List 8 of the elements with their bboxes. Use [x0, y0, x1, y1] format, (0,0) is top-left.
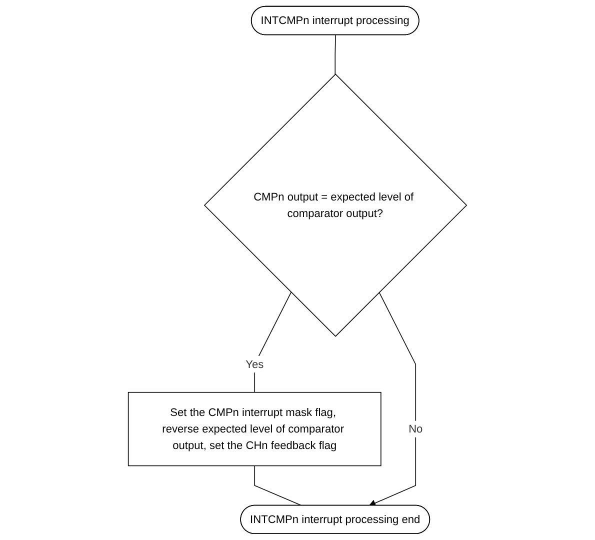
node-diamond: CMPn output = expected level of comparator output? — [204, 74, 468, 337]
connector — [334, 34, 336, 75]
node-box: Set the CMPn interrupt mask flag, reverse expected level of comparator output, set the CHn feedback flag — [128, 392, 382, 466]
edge-label: No — [408, 422, 423, 435]
connector — [254, 465, 302, 506]
edge-label: Yes — [246, 358, 264, 370]
arrow — [368, 292, 416, 506]
connector — [254, 292, 292, 393]
